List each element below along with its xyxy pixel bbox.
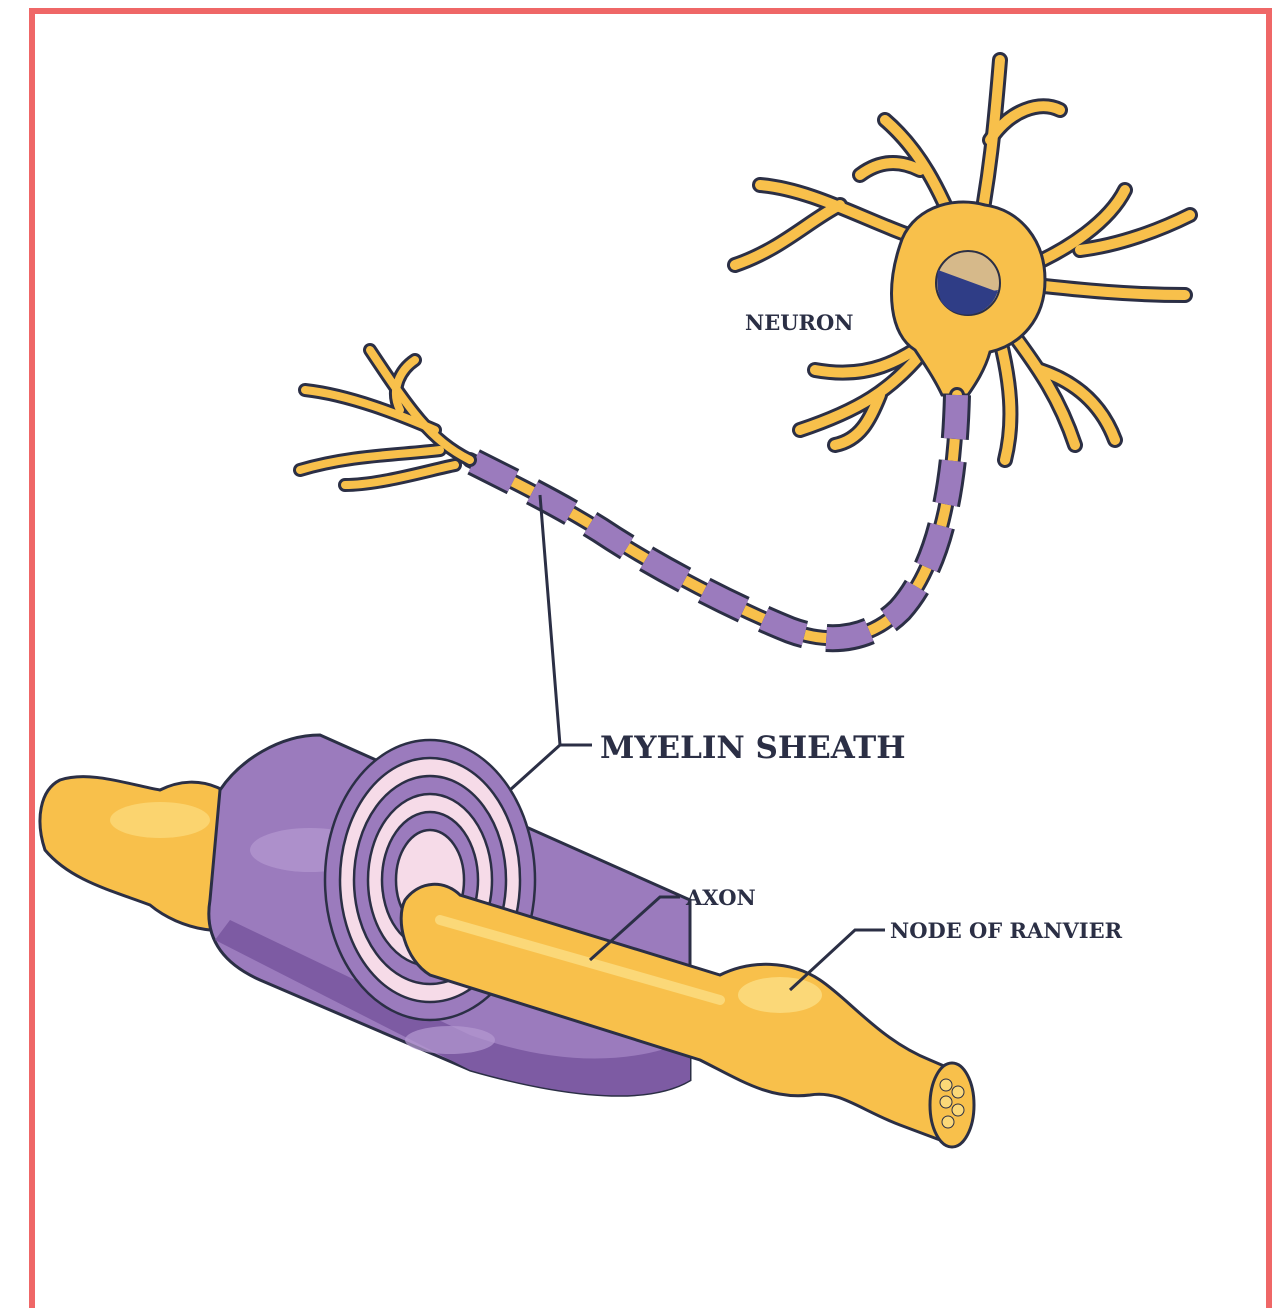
label-myelin-sheath: MYELIN SHEATH — [600, 730, 906, 766]
myelin-leader-line — [540, 495, 592, 745]
label-node-of-ranvier: NODE OF RANVIER — [890, 918, 1123, 943]
left-node-highlight — [110, 802, 210, 838]
label-axon: AXON — [685, 885, 756, 910]
axon-terminals — [300, 350, 470, 485]
axon-end-cross-section — [930, 1063, 974, 1147]
myelin-highlight-2 — [405, 1026, 495, 1054]
label-neuron: NEURON — [745, 310, 853, 335]
right-node-highlight — [738, 977, 822, 1013]
